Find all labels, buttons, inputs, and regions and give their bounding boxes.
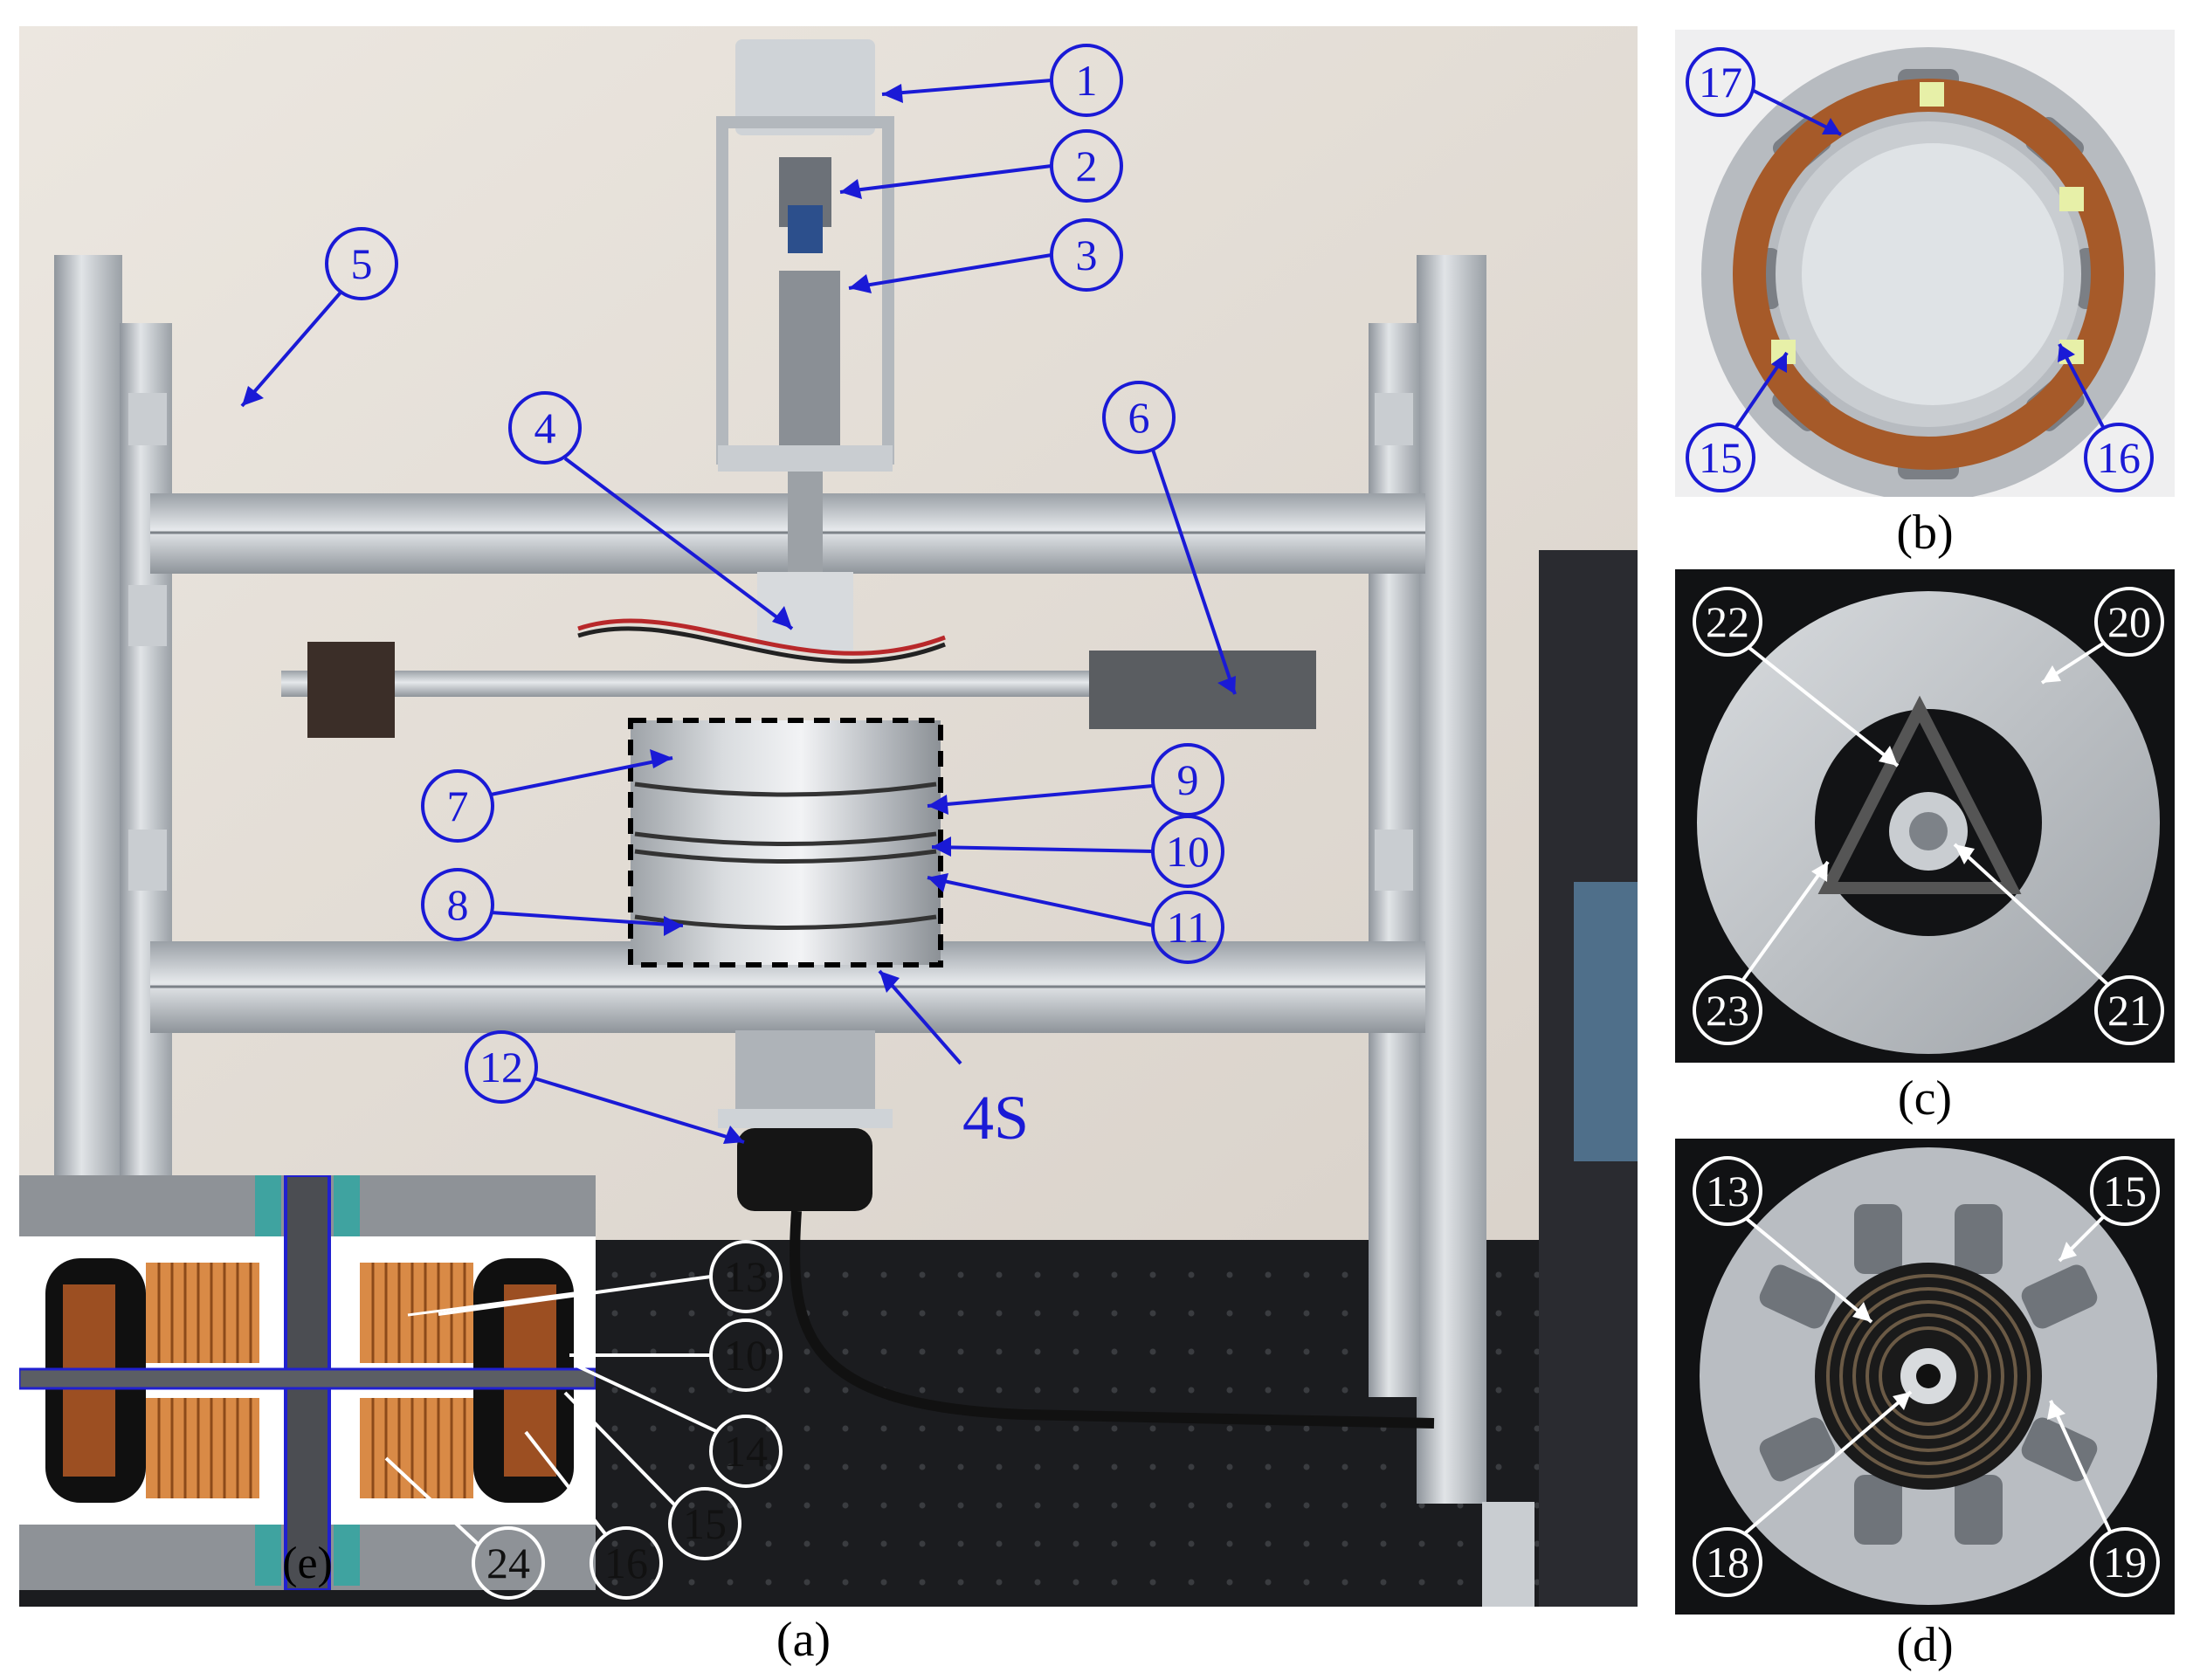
callout-5: 5 [351, 239, 373, 288]
callout-6: 6 [1128, 393, 1150, 442]
panel-b-drawing: 17 15 16 [1686, 47, 2155, 497]
callouts-a [240, 44, 1237, 1144]
callout-e-24: 24 [486, 1539, 530, 1587]
callout-e-15: 15 [683, 1499, 727, 1548]
callout-e-16: 16 [604, 1539, 648, 1587]
callout-b-16: 16 [2097, 433, 2141, 482]
callout-e-10: 10 [724, 1331, 768, 1380]
top-motor-assembly [716, 39, 894, 576]
callout-4: 4 [534, 403, 556, 452]
panel-d-drawing: 13 15 18 19 [1693, 1147, 2160, 1605]
callout-10: 10 [1166, 827, 1210, 876]
callout-7: 7 [447, 781, 469, 830]
callout-12: 12 [479, 1043, 523, 1091]
4s-cylinder-stack [628, 718, 943, 967]
panel-d-photo: 13 15 18 19 [1675, 1139, 2175, 1615]
caption-d: (d) [1896, 1618, 1954, 1672]
callouts-e: 13 10 14 15 16 24 [384, 1240, 783, 1600]
panel-c-drawing: 22 20 23 21 [1693, 587, 2164, 1054]
bottom-encoder [718, 1030, 1435, 1429]
panel-e-cross-section: (e) [19, 1175, 596, 1590]
callout-8: 8 [447, 880, 469, 929]
callout-c-23: 23 [1706, 986, 1749, 1035]
callout-b-15: 15 [1699, 433, 1742, 482]
caption-a: (a) [776, 1613, 831, 1667]
callout-c-22: 22 [1706, 597, 1749, 646]
callout-e-14: 14 [724, 1427, 768, 1476]
pendulum-arm [281, 618, 1316, 738]
callout-1: 1 [1076, 56, 1098, 105]
panel-b-photo: 17 15 16 [1675, 30, 2175, 497]
caption-c: (c) [1897, 1071, 1953, 1126]
callout-2: 2 [1076, 141, 1098, 190]
callout-d-15: 15 [2103, 1167, 2147, 1215]
callout-3: 3 [1076, 231, 1098, 279]
callout-labels-a: 1 2 3 4 5 6 7 8 9 10 11 12 4S [351, 56, 1210, 1153]
label-4s: 4S [962, 1083, 1029, 1153]
panel-c-photo: 22 20 23 21 [1675, 569, 2175, 1063]
callout-d-19: 19 [2103, 1538, 2147, 1587]
caption-b: (b) [1896, 506, 1954, 560]
callout-d-13: 13 [1706, 1167, 1749, 1215]
panel-a-photo: 1 2 3 4 5 6 7 8 9 10 11 12 4S [19, 26, 1638, 1607]
callout-e-13: 13 [724, 1252, 768, 1301]
caption-e: (e) [282, 1539, 333, 1588]
blue-box [1574, 882, 1638, 1161]
callout-11: 11 [1167, 903, 1209, 952]
callout-c-21: 21 [2107, 986, 2151, 1035]
callout-9: 9 [1177, 755, 1199, 804]
shaft-coupling [757, 572, 853, 651]
callout-arrowheads-a [242, 84, 1236, 1144]
panel-e-drawing [19, 1175, 596, 1590]
callout-c-20: 20 [2107, 597, 2151, 646]
callout-b-17: 17 [1699, 58, 1742, 107]
callout-d-18: 18 [1706, 1538, 1749, 1587]
